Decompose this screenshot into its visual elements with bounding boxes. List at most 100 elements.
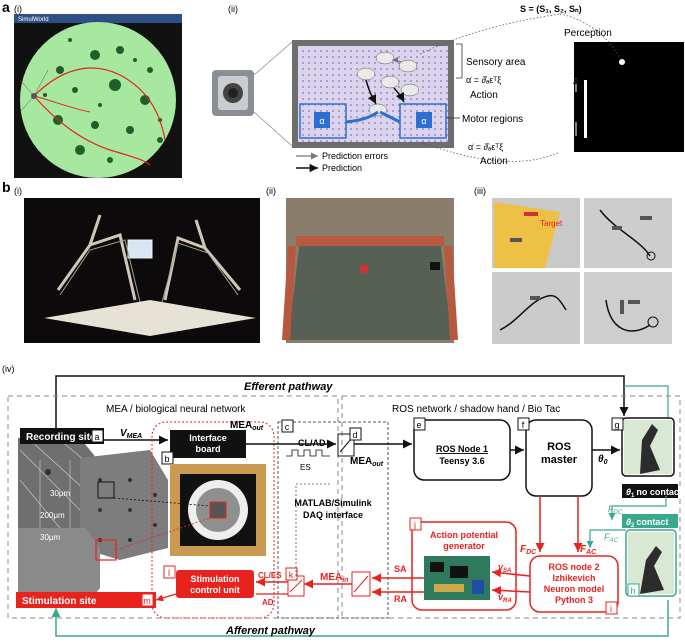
tag-e-box (413, 417, 426, 431)
scale-30um-bottom: 30μm (40, 533, 61, 542)
art-robot-frame (59, 239, 239, 303)
trajectory-photo-2 (584, 198, 672, 268)
vra-label: vRA (498, 592, 512, 604)
panel-b: b (i) (ii) (iii) (2, 179, 672, 344)
tag-i-box (605, 601, 618, 615)
teensy-label: Teensy 3.6 (439, 456, 484, 466)
tag-a-box (91, 429, 104, 443)
panel-a: a (i) (ii) SimulWorld (2, 0, 684, 178)
hand-contact-fingers (640, 546, 664, 594)
apg-chip-2 (450, 566, 468, 578)
ros-master-box (525, 419, 593, 497)
trajectory-path-2 (599, 209, 651, 257)
tag-j-box (409, 517, 422, 531)
target-zone (494, 202, 560, 268)
trajectory-3 (33, 95, 91, 113)
motor-node-right (416, 112, 432, 128)
target-block (524, 212, 538, 216)
sensory-bracket (456, 43, 463, 79)
interface-board-label-2: board (195, 444, 220, 454)
trajectory-2 (33, 95, 151, 166)
art-robot-arms (56, 214, 242, 301)
tag-a: a (94, 432, 99, 442)
robot-arena-photo (282, 198, 458, 343)
es-label: ES (300, 463, 311, 472)
sensor-rays (19, 69, 49, 113)
tag-b: b (164, 454, 169, 464)
panel-iv: (iv) Efferent pathway Afferent pathway M… (2, 364, 682, 637)
tag-m-box (141, 593, 154, 607)
sensory-dotted-link (419, 13, 561, 55)
panel-a-ii-label: (ii) (228, 4, 238, 14)
cl-ad-label: CL/AD (298, 438, 326, 448)
tag-d: d (352, 430, 357, 440)
panel-b-label: b (2, 179, 11, 195)
stim-to-site-arrow (155, 593, 177, 602)
ra-label: RA (394, 594, 407, 604)
apg-label-2: generator (443, 541, 485, 551)
cl-es-label: CL/ES (258, 571, 282, 580)
perception-display (574, 42, 684, 152)
ros-node2-box (529, 555, 619, 613)
ros-node2-label-2: Izhikevich (552, 573, 595, 583)
mea-out-label-2: MEAout (350, 456, 384, 468)
tag-m: m (143, 596, 151, 606)
apg-chip-1 (430, 562, 444, 572)
es-pulse-train (286, 449, 330, 457)
k-switch-line (289, 579, 303, 593)
action-dotted-link (419, 141, 561, 162)
ros-network-title: ROS network / shadow hand / Bio Tac (392, 404, 560, 415)
fdc-teal-line (608, 496, 667, 520)
trajectory-end-2 (646, 251, 656, 261)
stim-site-label: Stimulation site (22, 596, 97, 607)
scale-200um: 200μm (40, 511, 65, 520)
panel-b-iii-label: (iii) (474, 186, 486, 196)
arena-walls (282, 236, 458, 340)
interface-dotted-box (151, 421, 275, 619)
art-screen (127, 239, 153, 259)
fac-red-label: FAC (580, 544, 597, 556)
motor-link-right (379, 110, 401, 124)
motor-node-left-label: α (319, 116, 324, 126)
zoom-line-bottom (253, 111, 293, 147)
daq-box (277, 421, 389, 619)
perception-label: Perception (564, 28, 612, 39)
trajectory-1 (33, 67, 166, 141)
mea-microscope-mid (80, 450, 168, 560)
trajectory-path-4 (605, 299, 651, 332)
target-label: Target (540, 219, 563, 228)
trajectory-photos: Target (492, 198, 672, 344)
trajectory-photo-3 (492, 272, 580, 344)
sa-label: SA (394, 564, 407, 574)
scale-30um-top: 30μm (50, 489, 71, 498)
theta1-badge (622, 484, 678, 498)
tag-e: e (416, 420, 421, 430)
arena-robot (360, 265, 368, 273)
arena-obstacles (43, 38, 163, 163)
recording-site-label: Recording site (26, 432, 96, 443)
vsa-arrow (491, 568, 531, 578)
zoom-dotted-line-1 (113, 497, 211, 507)
mea-out-label-1: MEAout (230, 420, 264, 432)
arena-floor (288, 240, 452, 340)
apg-circuit-board (424, 556, 490, 600)
simulation-window: SimulWorld (14, 14, 182, 178)
simulation-window-titlebar (14, 14, 182, 23)
art-floor (44, 300, 256, 336)
mux-switch-bottom-line (353, 575, 369, 593)
ros-master-label-2: master (541, 454, 578, 466)
apg-header (434, 584, 464, 592)
tag-h: h (630, 586, 635, 596)
tag-f: f (522, 420, 525, 430)
zoom-dotted-line-2 (115, 517, 211, 551)
neural-network-box: α α (292, 40, 454, 148)
panel-a-label: a (2, 0, 10, 15)
tag-i: i (610, 604, 612, 614)
equation-top: S = (S₁, S₂, Sₙ) (520, 4, 582, 14)
art-installation-photo (24, 198, 260, 343)
efferent-label: Efferent pathway (244, 381, 333, 393)
daq-internal-link (295, 483, 330, 576)
prediction-arrow-2 (393, 87, 405, 103)
fac-teal-label: FAC (604, 532, 619, 544)
